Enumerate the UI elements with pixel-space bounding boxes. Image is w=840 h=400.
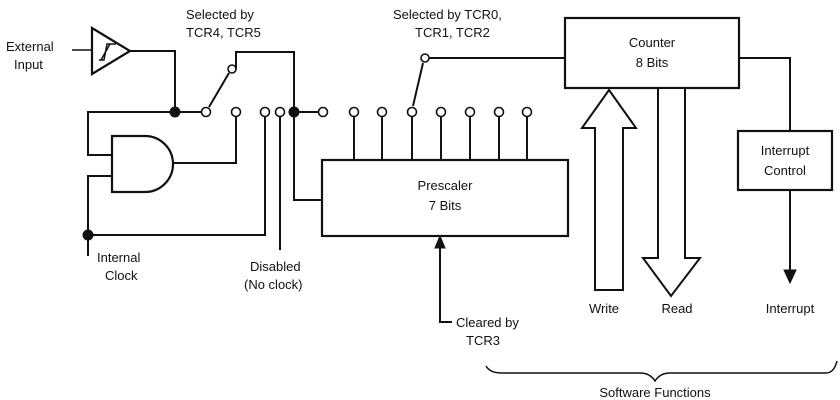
selector2-input-node-7 (493, 106, 505, 118)
interrupt-control-label-1: Interrupt (761, 143, 810, 158)
buffer-output-wire (130, 50, 176, 112)
cleared-arrowhead (434, 234, 446, 249)
selector2-input-node-2 (348, 106, 360, 118)
cleared-label-1: Cleared by (456, 315, 519, 330)
prescaler-label-1: Prescaler (418, 178, 474, 193)
counter-label-1: Counter (629, 35, 676, 50)
interrupt-label: Interrupt (766, 301, 815, 316)
selector2-input-node-3 (376, 106, 388, 118)
and-input-b-wire (87, 175, 112, 235)
write-arrow (580, 88, 638, 291)
counter-box (563, 16, 741, 90)
read-arrow (641, 87, 703, 298)
selected-tcr012-label-1: Selected by TCR0, (393, 7, 502, 22)
selector1-output-wire (235, 51, 295, 112)
selector2-input-node-6 (464, 106, 476, 118)
selector2-wiper (412, 62, 424, 107)
prescaler-box (320, 158, 570, 238)
disabled-label-2: (No clock) (244, 277, 303, 292)
prescaler-tap-wires (353, 117, 528, 160)
cleared-wire (439, 248, 452, 323)
software-functions-brace (485, 360, 838, 383)
counter-to-interrupt-wire (739, 57, 791, 131)
internal-clock-label-1: Internal (97, 250, 140, 265)
and-input-a-wire (87, 111, 175, 156)
interrupt-arrowhead (783, 269, 797, 285)
selected-tcr45-label-1: Selected by (186, 7, 254, 22)
selected-tcr45-label-2: TCR4, TCR5 (186, 25, 261, 40)
selector1-wiper (208, 72, 230, 108)
selector1-input-node-2 (230, 106, 242, 118)
cleared-label-2: TCR3 (466, 333, 500, 348)
interrupt-control-label-2: Control (764, 163, 806, 178)
software-functions-label: Software Functions (599, 385, 711, 400)
and-output-wire (173, 117, 237, 164)
prescaler-label-2: 7 Bits (429, 198, 462, 213)
internal-clock-label-2: Clock (105, 268, 138, 283)
selector1-input-node-4 (274, 106, 286, 118)
disabled-label-1: Disabled (250, 259, 301, 274)
interrupt-control-box (736, 129, 834, 192)
read-label: Read (661, 301, 692, 316)
write-label: Write (589, 301, 619, 316)
selector2-pivot-node (420, 53, 430, 63)
counter-label-2: 8 Bits (636, 55, 669, 70)
selector1-input-node-1 (200, 106, 212, 118)
schmitt-trigger-buffer (90, 26, 133, 76)
external-input-label-2: Input (14, 57, 43, 72)
selected-tcr012-label-2: TCR1, TCR2 (415, 25, 490, 40)
selector2-input-node-1 (317, 106, 329, 118)
selector1-pivot-node (227, 64, 237, 74)
and-gate (110, 134, 175, 194)
selector2-input-node-8 (521, 106, 533, 118)
selector2-input-node-4 (406, 106, 418, 118)
internal-clock-wire (88, 117, 266, 236)
selector2-input-node-5 (435, 106, 447, 118)
external-input-label-1: External (6, 39, 54, 54)
selector1-input-node-3 (259, 106, 271, 118)
selector2-to-prescaler-wire (293, 112, 322, 201)
